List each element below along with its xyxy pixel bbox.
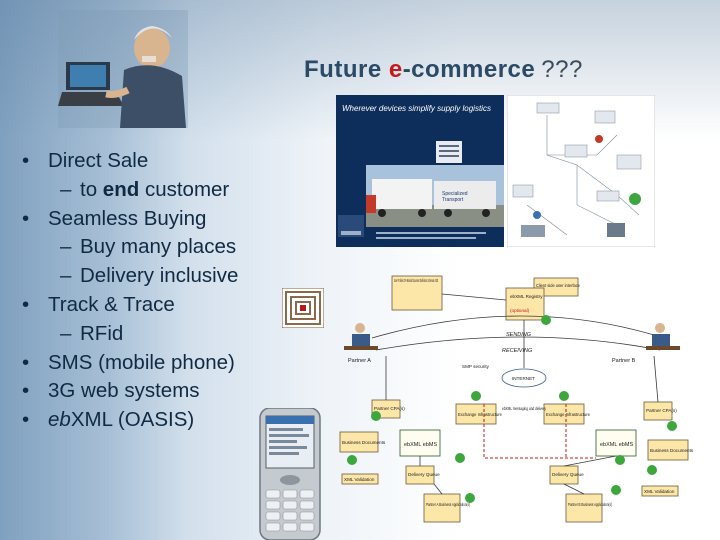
sub-bullet-item: RFid — [22, 320, 292, 349]
left-exchange-box — [455, 403, 497, 425]
right-exchange-label: Exchange Infrastructure — [546, 412, 590, 417]
rfid-tag-icon — [282, 288, 324, 328]
step-badge — [471, 391, 481, 401]
profiles-document-box — [391, 275, 443, 311]
registry-box — [505, 287, 545, 321]
process-flow-image — [507, 95, 655, 247]
right-queue-label: Delivery Queue — [552, 472, 584, 477]
right-ebms-label: ebXML ebMS — [600, 442, 633, 448]
registry-label: ebXML Registry — [510, 294, 543, 299]
bullet-list: Direct Sale to end customer Seamless Buy… — [22, 147, 292, 435]
logistics-headline: Wherever devices simplify supply logisti… — [342, 104, 491, 113]
partner-a-person — [344, 323, 378, 350]
receiving-label: RECEIVING — [502, 348, 533, 354]
sub-bullet-item: to end customer — [22, 176, 292, 205]
registry-optional-label: (optional) — [510, 308, 530, 313]
right-cpa-label: Partner CPA(s) — [646, 408, 677, 413]
upper-arc — [371, 315, 665, 339]
step-badge — [615, 455, 625, 465]
right-exchange-box — [543, 403, 585, 425]
left-small-box — [341, 473, 379, 485]
step-badge — [465, 493, 475, 503]
left-small-label: XML Validation — [344, 477, 375, 482]
sub-bullet-item: Delivery inclusive — [22, 262, 292, 291]
sub-bullet-item: Buy many places — [22, 233, 292, 262]
partner-b-person — [646, 323, 680, 350]
right-ebms-box — [595, 429, 637, 457]
left-exchange-label: Exchange Infrastructure — [458, 412, 502, 417]
title-question-marks: ??? — [541, 56, 583, 83]
left-docs-box — [339, 431, 379, 453]
right-docs-box — [647, 439, 689, 461]
title-accent-letter: e — [388, 56, 403, 83]
messaging-label: ebXML messaging and delivery — [502, 406, 546, 411]
step-badge — [667, 421, 677, 431]
right-small-box — [641, 485, 679, 497]
lower-arc — [375, 336, 661, 351]
left-ebms-label: ebXML ebMS — [404, 442, 437, 448]
client-ui-label: Client side user interface — [536, 283, 580, 288]
partner-b-label: Partner B — [612, 358, 636, 364]
step-badge — [541, 315, 551, 325]
left-queue-label: Delivery Queue — [408, 472, 440, 477]
slide-title: Future e-commerce??? — [304, 56, 583, 83]
right-docs-label: Business Documents — [650, 448, 694, 453]
bullet-item: SMS (mobile phone) — [22, 349, 292, 378]
step-badge — [647, 465, 657, 475]
step-badge — [347, 455, 357, 465]
left-ebms-box — [399, 429, 441, 457]
left-cpa-label: Partner CPA(s) — [374, 406, 405, 411]
internet-label: INTERNET — [512, 376, 535, 381]
ebxml-process-diagram: User Profiles CPA Models Document Defini… — [339, 275, 694, 523]
step-badge — [611, 485, 621, 495]
left-app-box — [423, 493, 461, 523]
profiles-document-label: User Profiles CPA Models Document Defini… — [394, 278, 438, 283]
right-app-box — [565, 493, 603, 523]
right-small-label: XML Validation — [644, 489, 675, 494]
left-docs-label: Business Documents — [342, 440, 386, 445]
left-app-label: Partner A Business Application(s) — [426, 502, 470, 507]
right-app-label: Partner B Business Application(s) — [568, 502, 612, 507]
smp-security-label: SMP security — [462, 364, 490, 369]
partner-a-label: Partner A — [348, 358, 371, 364]
bullet-item: ebXML (OASIS) — [22, 406, 292, 435]
bullet-item: Direct Sale — [22, 147, 292, 176]
mobile-phone-icon — [259, 408, 321, 540]
supply-logistics-image: Wherever devices simplify supply logisti… — [336, 95, 504, 247]
step-badge — [559, 391, 569, 401]
internet-cloud — [501, 368, 547, 388]
svg-text:Transport: Transport — [442, 197, 464, 203]
bullet-item: 3G web systems — [22, 377, 292, 406]
svg-text:Specialized: Specialized — [442, 191, 468, 197]
bullet-item: Track & Trace — [22, 291, 292, 320]
sending-label: SENDING — [506, 332, 532, 338]
client-ui-box — [533, 277, 579, 297]
laptop-user-photo — [58, 10, 188, 128]
step-badge — [455, 453, 465, 463]
bullet-item: Seamless Buying — [22, 205, 292, 234]
step-badge — [371, 411, 381, 421]
